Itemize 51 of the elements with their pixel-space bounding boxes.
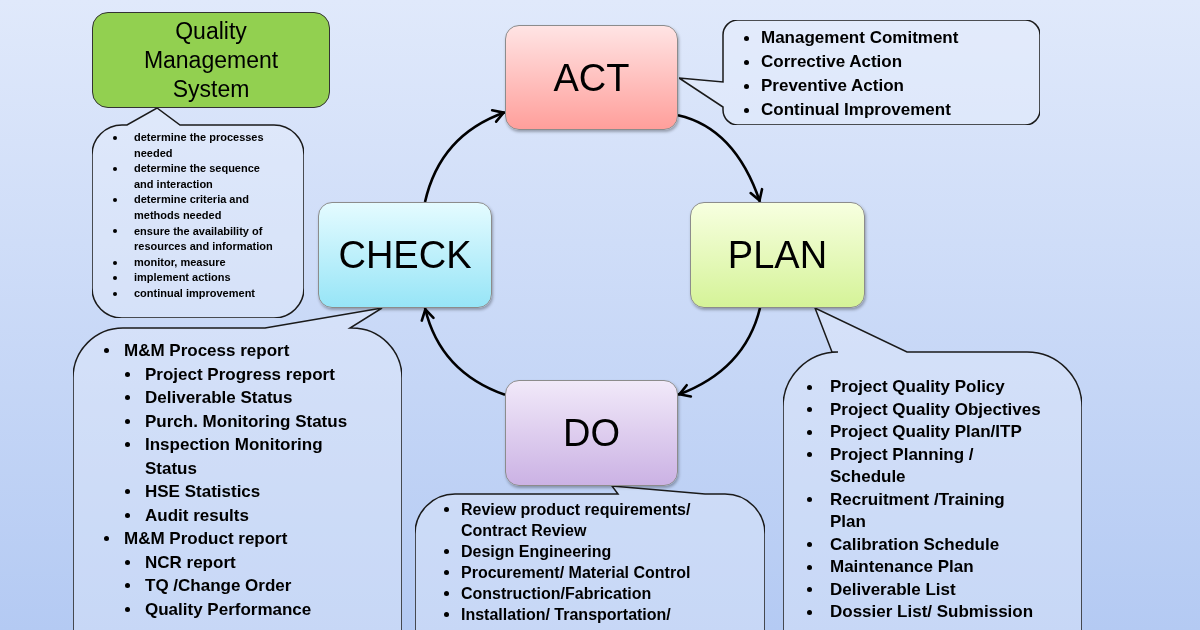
bullet-item: M&M Process report xyxy=(102,339,360,363)
bullet-item: Purch. Monitoring Status xyxy=(123,409,360,433)
bullet-item: monitor, measure xyxy=(111,254,278,271)
bullet-item: Project Quality Plan/ITP xyxy=(805,421,1044,444)
bullet-item: M&M Product report xyxy=(102,527,360,551)
cycle-arrow xyxy=(677,307,762,398)
bullet-item: Project Quality Policy xyxy=(805,376,1044,399)
speech-bubble xyxy=(415,486,765,630)
bullet-item: Continual Improvement xyxy=(742,98,1032,122)
bullet-item: Audit results xyxy=(123,503,360,527)
stage-label: DO xyxy=(563,414,620,452)
bullet-item: Construction/Fabrication xyxy=(442,583,731,604)
bullet-item: Project Quality Objectives xyxy=(805,398,1044,421)
cycle-arrow xyxy=(677,114,763,203)
stage-box xyxy=(690,202,865,308)
speech-bubble xyxy=(92,108,304,318)
bullet-item: Deliverable Status xyxy=(123,386,360,410)
bullet-item: Project Progress report xyxy=(123,362,360,386)
speech-bubble xyxy=(679,20,1040,125)
bullet-item: Calibration Schedule xyxy=(805,533,1044,556)
stage-box xyxy=(505,380,678,486)
bullet-item: Deliverable List xyxy=(805,578,1044,601)
bullet-item: Preventive Action xyxy=(742,74,1032,98)
box-title: Quality Management System xyxy=(142,16,280,104)
stage-label: ACT xyxy=(553,58,630,97)
speech-bubble xyxy=(73,308,402,630)
bullet-item: HSE Statistics xyxy=(123,480,360,504)
bullet-item: Quality Performance xyxy=(123,597,360,621)
bullet-item: Corrective Action xyxy=(742,50,1032,74)
bullet-item: implement actions xyxy=(111,270,278,286)
bullet-item: Dossier List/ Submission xyxy=(805,601,1044,624)
speech-bubble xyxy=(783,308,1082,630)
bullet-item: Installation/ Transportation/ xyxy=(442,604,731,625)
stage-label: PLAN xyxy=(727,236,828,274)
title-box xyxy=(92,12,330,108)
bullet-item: TQ /Change Order xyxy=(123,574,360,598)
stage-label: CHECK xyxy=(338,236,472,274)
bullet-item: Design Engineering xyxy=(442,541,731,562)
bullet-item: Maintenance Plan xyxy=(805,556,1044,579)
bullet-item: continual improvement xyxy=(111,285,278,302)
bullet-item: Inspection Monitoring Status xyxy=(123,433,360,480)
stage-box xyxy=(505,25,678,130)
cycle-arrow xyxy=(420,307,506,397)
bullet-item: Project Planning / Schedule xyxy=(805,443,1044,489)
bullet-item: Procurement/ Material Control xyxy=(442,562,731,583)
bullet-item: NCR report xyxy=(123,550,360,574)
cycle-arrow xyxy=(423,109,506,203)
bullet-item: Recruitment /Training Plan xyxy=(805,488,1044,534)
bullet-item: Management Comitment xyxy=(742,26,1032,50)
bullet-item: Review product requirements/ Contract Review xyxy=(442,499,731,541)
stage-box xyxy=(318,202,492,308)
